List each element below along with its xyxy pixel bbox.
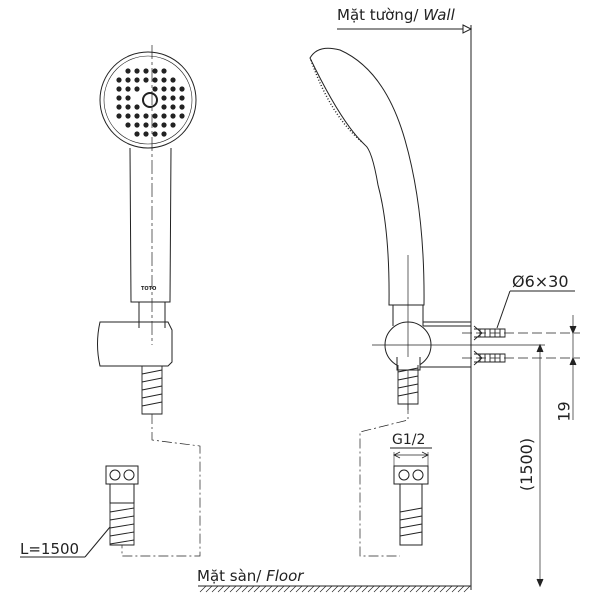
nozzle-dot xyxy=(125,68,131,74)
nozzle-dot xyxy=(143,113,149,119)
nozzle-dot xyxy=(170,104,176,110)
nozzle-dot xyxy=(179,104,185,110)
spacing-dimension: 19 xyxy=(554,401,574,422)
wall-label-en: Wall xyxy=(423,6,455,24)
nozzle-dot xyxy=(170,122,176,128)
nozzle-dot xyxy=(152,131,158,137)
anchor-size-label: Ø6×30 xyxy=(512,272,569,291)
nozzle-dot xyxy=(134,86,140,92)
nozzle-dot xyxy=(134,113,140,119)
hose-length-label: L=1500 xyxy=(20,540,80,558)
nozzle-dot xyxy=(152,68,158,74)
nozzle-dot xyxy=(170,86,176,92)
nozzle-dot xyxy=(170,77,176,83)
anchor-icon xyxy=(473,325,506,366)
nozzle-dot xyxy=(179,86,185,92)
nozzle-dot xyxy=(134,77,140,83)
nozzle-dot xyxy=(134,104,140,110)
nozzle-dot xyxy=(170,113,176,119)
nozzle-dot xyxy=(152,113,158,119)
nozzle-dot xyxy=(143,77,149,83)
connector-nut-side xyxy=(393,465,429,546)
shower-head-front xyxy=(99,51,197,149)
wall-arrow-icon xyxy=(462,24,473,34)
connector-nut-front xyxy=(105,465,139,504)
height-dimension: (1500) xyxy=(517,437,537,492)
nozzle-dot xyxy=(134,68,140,74)
nozzle-dot xyxy=(152,122,158,128)
hose-path-front xyxy=(121,414,201,557)
nozzle-dot xyxy=(125,95,131,101)
side-view-shower xyxy=(309,47,580,588)
nozzle-dot xyxy=(161,86,167,92)
nozzle-dot xyxy=(170,95,176,101)
nozzle-dot xyxy=(116,113,122,119)
thread-label: G1/2 xyxy=(392,432,426,448)
nozzle-dot xyxy=(161,113,167,119)
floor-label: Mặt sàn/ Floor xyxy=(197,567,303,585)
brand-logo: TOTO xyxy=(141,286,157,292)
nozzle-dot xyxy=(161,131,167,137)
hose-end-front xyxy=(109,503,135,546)
nozzle-dot xyxy=(125,77,131,83)
wall-label: Mặt tường/ Wall xyxy=(337,6,455,24)
nozzle-dot xyxy=(143,122,149,128)
nozzle-dot xyxy=(143,68,149,74)
nozzle-dot xyxy=(125,113,131,119)
nozzle-dot xyxy=(179,95,185,101)
nozzle-dot xyxy=(134,131,140,137)
nozzle-dot xyxy=(116,86,122,92)
nozzle-dot xyxy=(143,131,149,137)
nozzle-dot xyxy=(152,77,158,83)
floor-label-en: Floor xyxy=(266,567,304,585)
nozzle-dot xyxy=(161,122,167,128)
nozzle-dot xyxy=(116,77,122,83)
front-view-shower xyxy=(20,45,201,558)
center-nozzle xyxy=(142,92,158,108)
nozzle-dot xyxy=(179,113,185,119)
nozzle-dot xyxy=(125,104,131,110)
nozzle-dot xyxy=(161,68,167,74)
nozzle-dot xyxy=(125,122,131,128)
hose-spiral-front xyxy=(141,366,163,415)
shower-head-side xyxy=(309,47,425,306)
hose-path-side xyxy=(359,404,409,557)
nozzle-dot xyxy=(161,95,167,101)
handle-front xyxy=(129,147,172,303)
nozzle-dot xyxy=(134,122,140,128)
nozzle-dot xyxy=(116,104,122,110)
nozzle-dot xyxy=(161,104,167,110)
floor-label-vi: Mặt sàn/ xyxy=(197,567,262,585)
wall-bracket xyxy=(420,321,472,368)
holder-front xyxy=(97,321,173,367)
nozzle-dot xyxy=(152,86,158,92)
floor-hatch xyxy=(199,585,471,593)
nozzle-dot xyxy=(116,95,122,101)
wall-label-vi: Mặt tường/ xyxy=(337,6,419,24)
nozzle-dot xyxy=(125,86,131,92)
nozzle-dot xyxy=(161,77,167,83)
